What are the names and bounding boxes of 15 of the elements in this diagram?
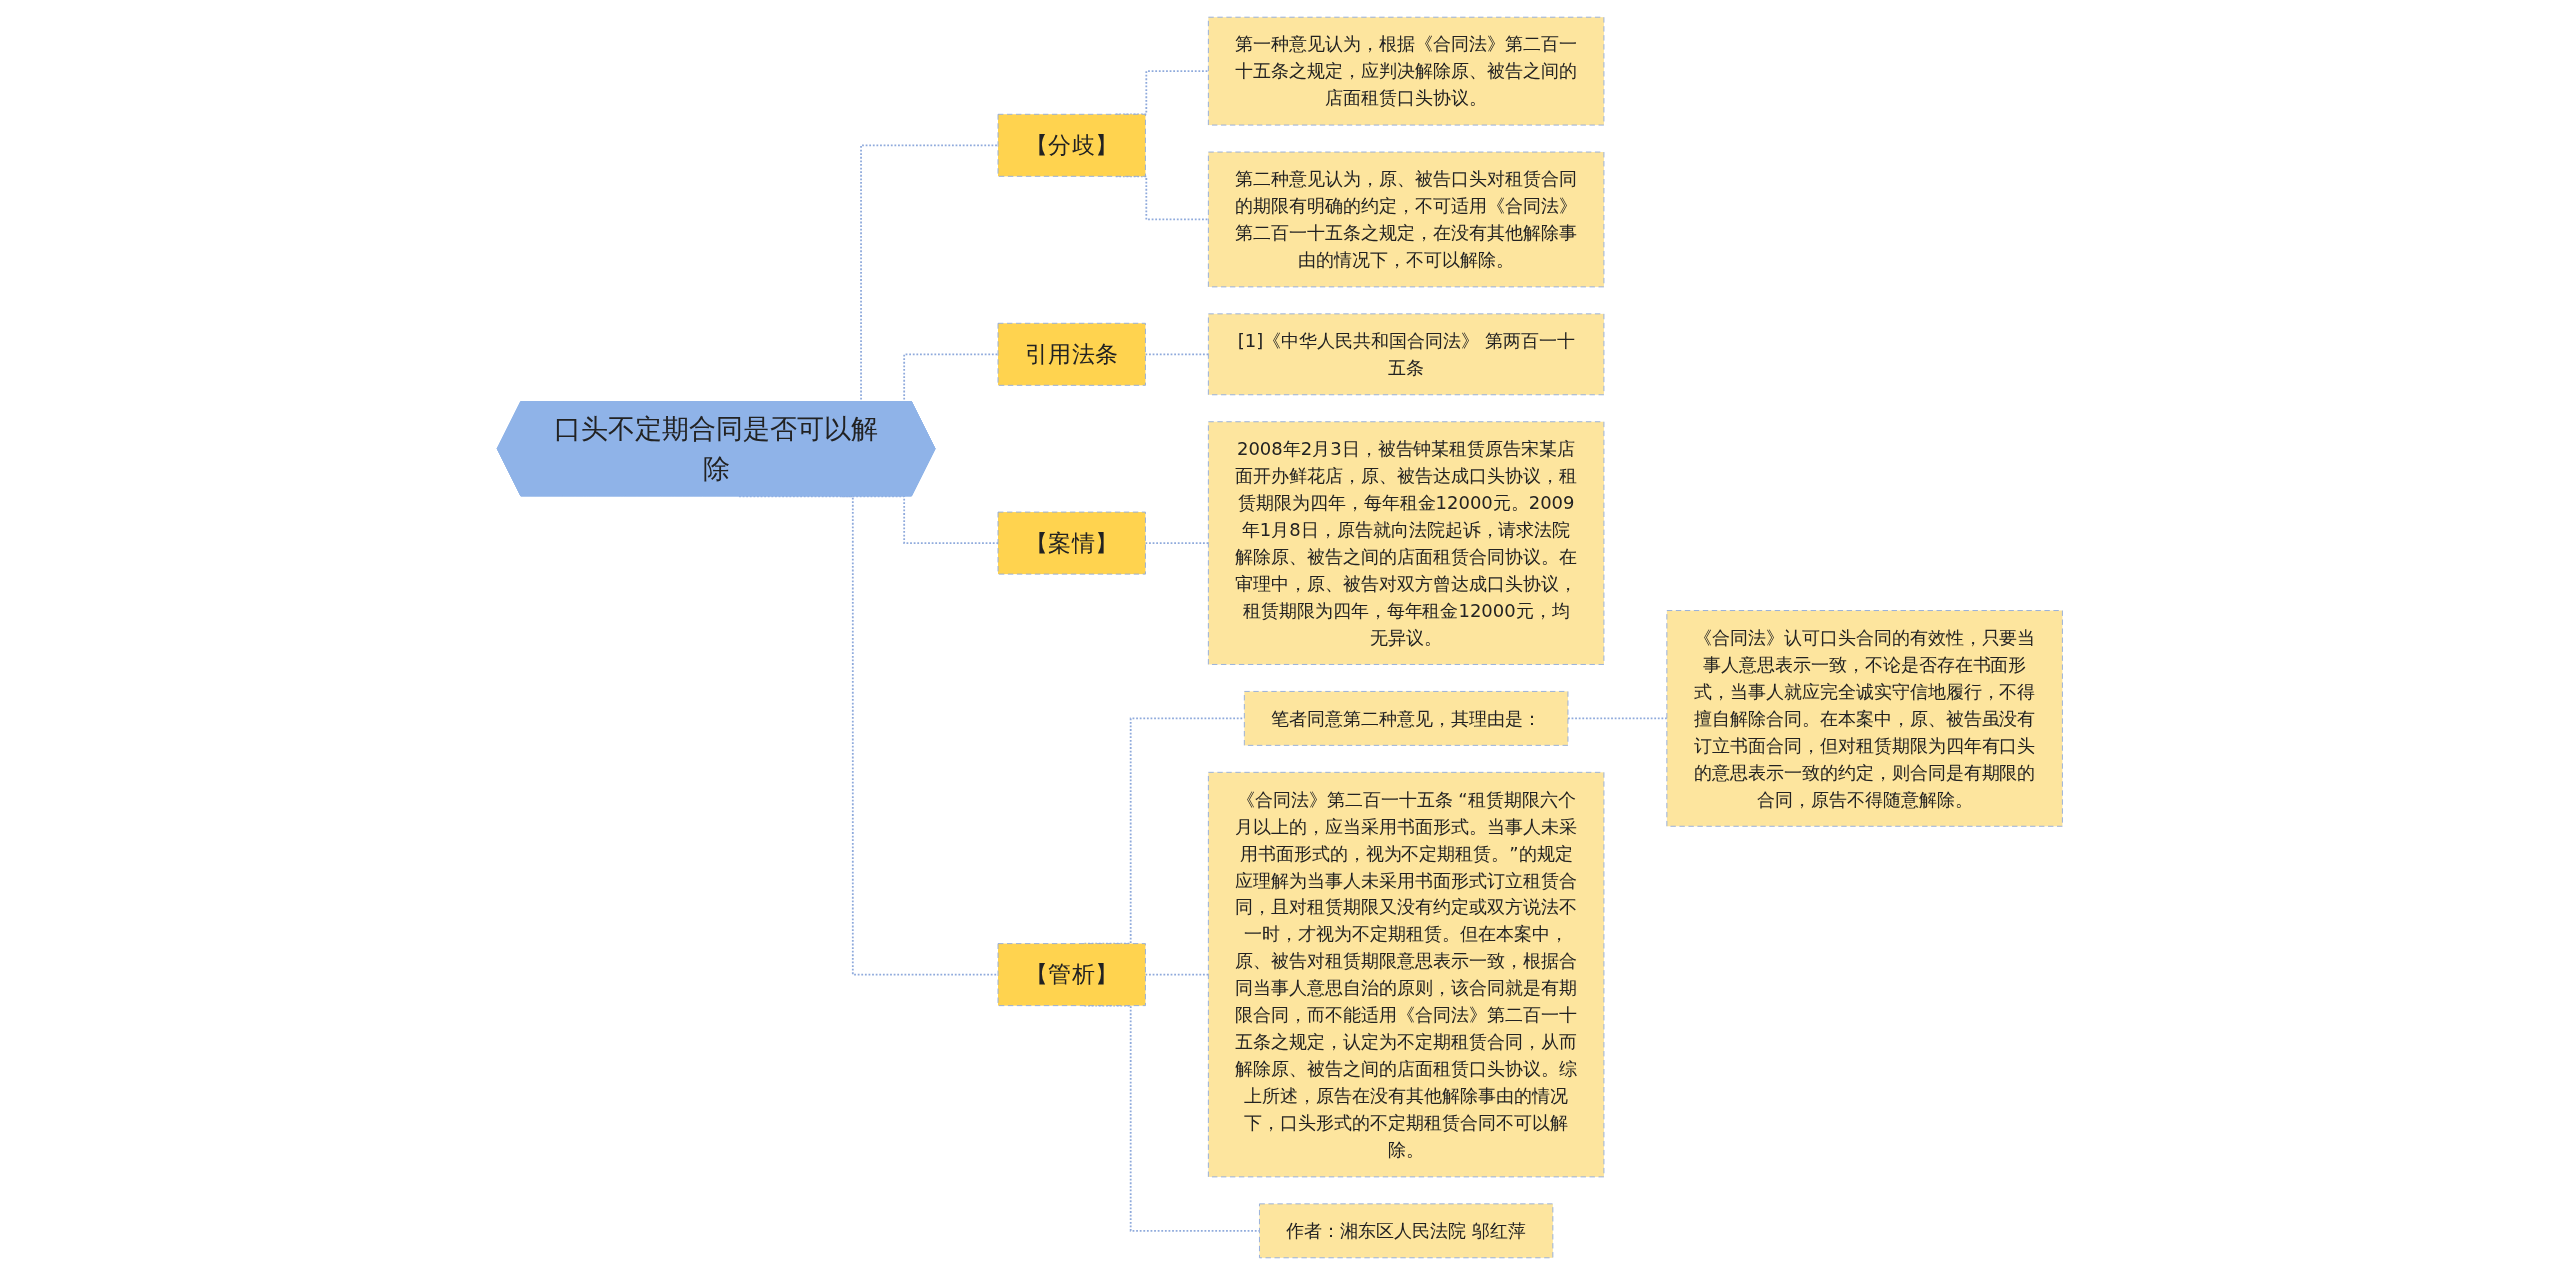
node-box: 《合同法》第二百一十五条 “租赁期限六个月以上的，应当采用书面形式。当事人未采用书面形式的，视为不定期租赁。”的规定应理解为当事人未采用书面形式订立租赁合同，且对租赁期限又没有约定或双方说法不一时，才视为不定期租赁。但在本案中，原、被告对租赁期限意思表示一致，根据合同当事人意思自治的原则，该合同就是有期限合同，而不能适用《合同法》第二百一十五条之规定，认定为不定期租赁合同，从而解除原、被告之间的店面租赁口头协议。综上所述，原告在没有其他解除事由的情况下，口头形式的不定期租赁合同不可以解除。 (1208, 771, 1605, 1178)
node-box: 引用法条 (997, 322, 1147, 386)
node-box: 作者：湘东区人民法院 邬红萍 (1259, 1203, 1554, 1259)
node-box: 第二种意见认为，原、被告口头对租赁合同的期限有明确的约定，不可适用《合同法》第二百一十五条之规定，在没有其他解除事由的情况下，不可以解除。 (1208, 151, 1605, 288)
node-box: 2008年2月3日，被告钟某租赁原告宋某店面开办鲜花店，原、被告达成口头协议，租赁期限为四年，每年租金12000元。2009年1月8日，原告就向法院起诉，请求法院解除原、被告之间的店面租赁合同协议。在审理中，原、被告对双方曾达成口头协议，租赁期限为四年，每年租金12000元，均无异议。 (1208, 421, 1605, 665)
node-box: [1]《中华人民共和国合同法》 第两百一十五条 (1208, 313, 1605, 396)
connector (1144, 973, 1210, 976)
node-box: 第一种意见认为，根据《合同法》第二百一十五条之规定，应判决解除原、被告之间的店面租赁口头协议。 (1208, 16, 1605, 126)
node-box: 《合同法》认可口头合同的有效性，只要当事人意思表示一致，不论是否存在书面形式，当事人就应完全诚实守信地履行，不得擅自解除合同。在本案中，原、被告虽没有订立书面合同，但对租赁期限为四年有口头的意思表示一致的约定，则合同是有期限的合同，原告不得随意解除。 (1666, 610, 2064, 827)
node-box: 【管析】 (997, 943, 1147, 1007)
node-box: 【分歧】 (997, 113, 1147, 177)
connector (1144, 353, 1210, 356)
connector (1144, 542, 1210, 544)
node-box: 【案情】 (997, 511, 1147, 575)
node-box: 笔者同意第二种意见，其理由是： (1244, 690, 1569, 746)
